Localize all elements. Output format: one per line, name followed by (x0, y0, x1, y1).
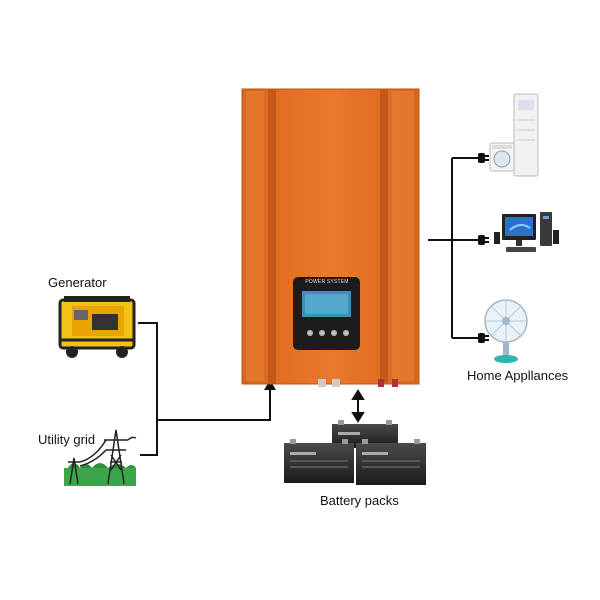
connector-lines (138, 157, 478, 456)
home-appliances-label: Home Appllances (467, 368, 569, 383)
utility-grid-icon (64, 429, 137, 486)
battery-packs-icon (284, 420, 426, 485)
computer-icon (494, 212, 559, 252)
battery-pack (284, 439, 354, 483)
input-line (157, 388, 271, 421)
input-arrowhead (264, 380, 276, 390)
generator-icon (58, 296, 136, 358)
inverter-brand-text: POWER SYSTEM (305, 279, 349, 285)
fan-icon (484, 299, 528, 363)
utility-grid-label: Utility grid (38, 432, 96, 447)
air-conditioner-icon (513, 93, 539, 177)
inverter-icon (241, 88, 420, 387)
plug-icon (478, 153, 489, 343)
washing-machine-icon (489, 142, 515, 172)
battery-pack (356, 439, 426, 485)
battery-packs-label: Battery packs (320, 493, 399, 508)
generator-label: Generator (48, 275, 107, 290)
generator-line (138, 322, 158, 456)
bidirectional-arrow-icon (351, 389, 365, 423)
